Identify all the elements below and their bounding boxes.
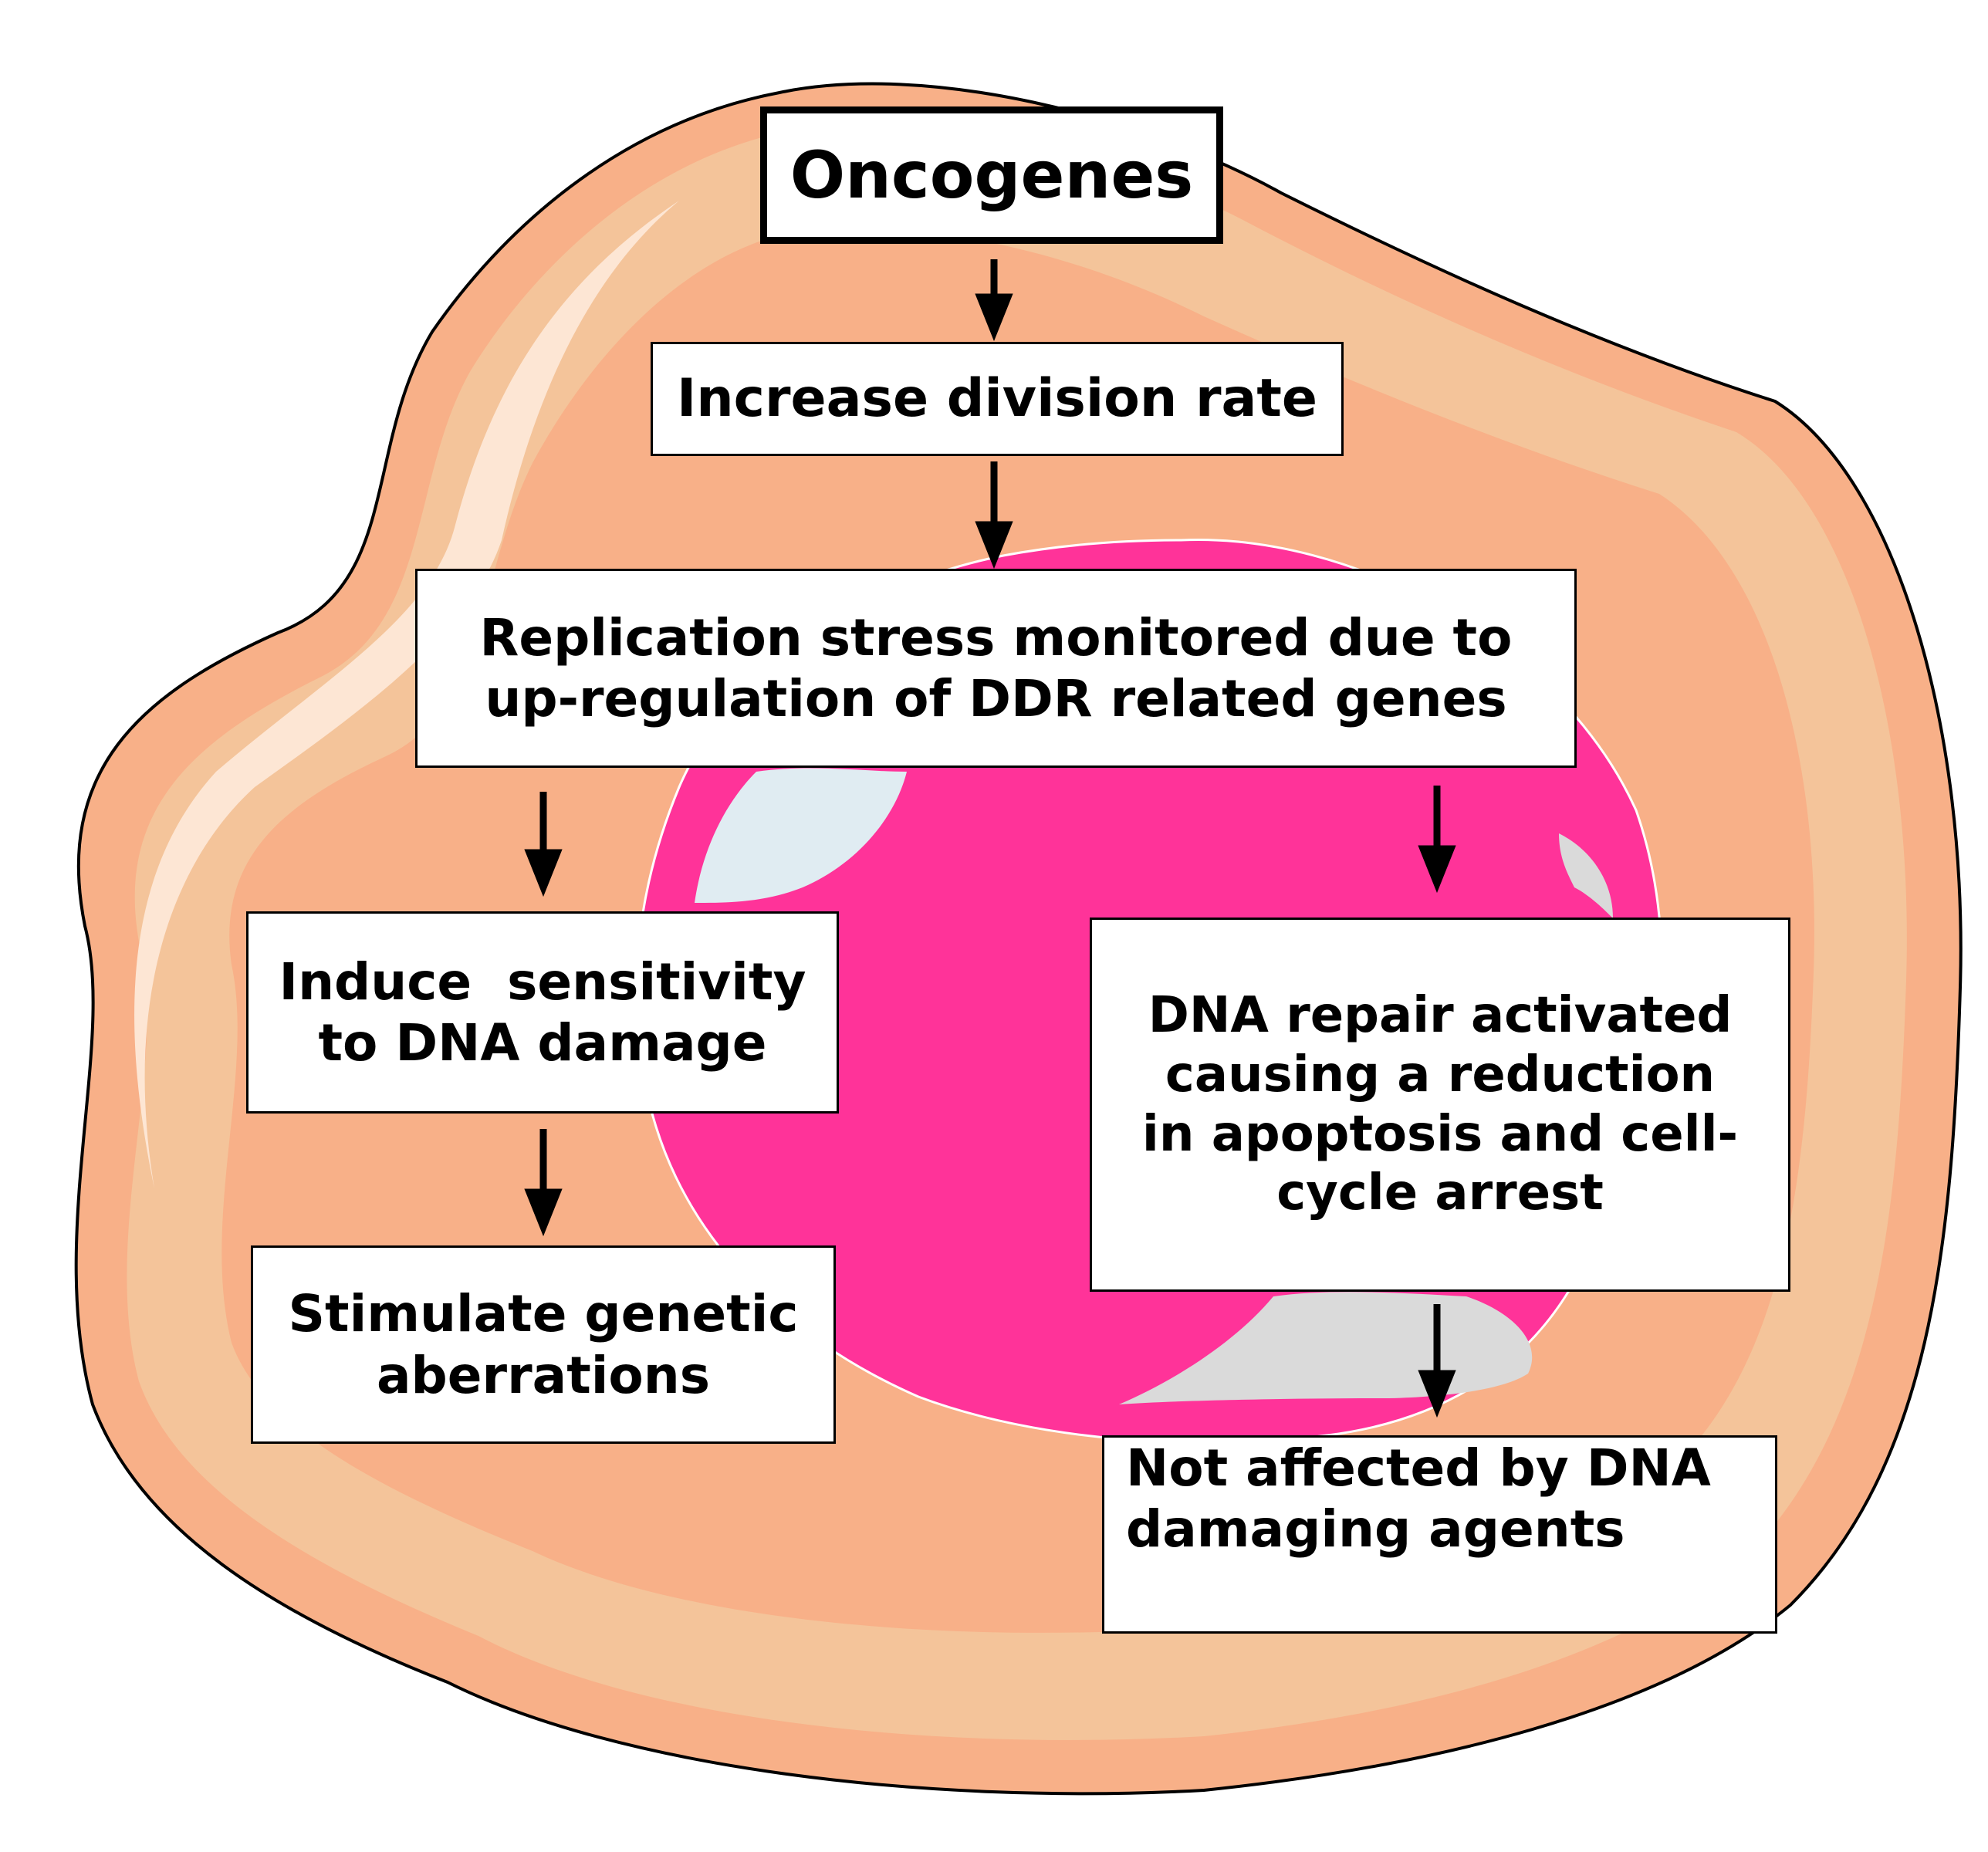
stimulate-aberrations-line-1: Stimulate genetic <box>288 1284 799 1344</box>
dna-repair-line-2: causing a reduction <box>1165 1046 1716 1103</box>
replication-stress-line-2: up-regulation of DDR related genes <box>485 669 1507 728</box>
arrowhead-replication-to-induce <box>524 849 563 897</box>
increase-division-rate-label: Increase division rate <box>676 368 1318 430</box>
nucleus-blue-patch <box>695 768 907 903</box>
stimulate-aberrations-line-2: aberrations <box>377 1345 710 1405</box>
replication-stress-line-1: Replication stress monitored due to <box>479 607 1513 667</box>
dna-repair-line-4: cycle arrest <box>1276 1164 1604 1222</box>
arrowhead-induce-to-stimulate <box>524 1188 563 1237</box>
replication-stress-box: Replication stress monitored due to up-r… <box>415 569 1577 768</box>
increase-division-rate-box: Increase division rate <box>651 342 1344 456</box>
dna-repair-line-1: DNA repair activated <box>1148 986 1733 1044</box>
stimulate-aberrations-box: Stimulate genetic aberrations <box>251 1245 836 1444</box>
oncogenes-box: Oncogenes <box>760 106 1223 244</box>
arrowhead-division-to-replication <box>975 521 1013 569</box>
nucleus-gray-patch-top <box>1559 833 1613 918</box>
dna-repair-box: DNA repair activated causing a reduction… <box>1090 918 1790 1292</box>
dna-repair-line-3: in apoptosis and cell- <box>1141 1105 1739 1163</box>
induce-sensitivity-line-1: Induce sensitivity <box>279 951 806 1012</box>
not-affected-line-1: Not affected by DNA <box>1126 1438 1711 1498</box>
induce-sensitivity-box: Induce sensitivity to DNA damage <box>246 911 839 1114</box>
oncogenes-label: Oncogenes <box>789 137 1194 213</box>
induce-sensitivity-line-2: to DNA damage <box>318 1013 767 1073</box>
arrowhead-repair-to-notaffected <box>1418 1370 1456 1418</box>
arrows <box>524 259 1456 1418</box>
not-affected-line-2: damaging agents <box>1126 1499 1625 1560</box>
not-affected-box: Not affected by DNA damaging agents <box>1102 1435 1777 1634</box>
arrowhead-oncogenes-to-division <box>975 293 1013 342</box>
arrowhead-replication-to-repair <box>1418 845 1456 894</box>
